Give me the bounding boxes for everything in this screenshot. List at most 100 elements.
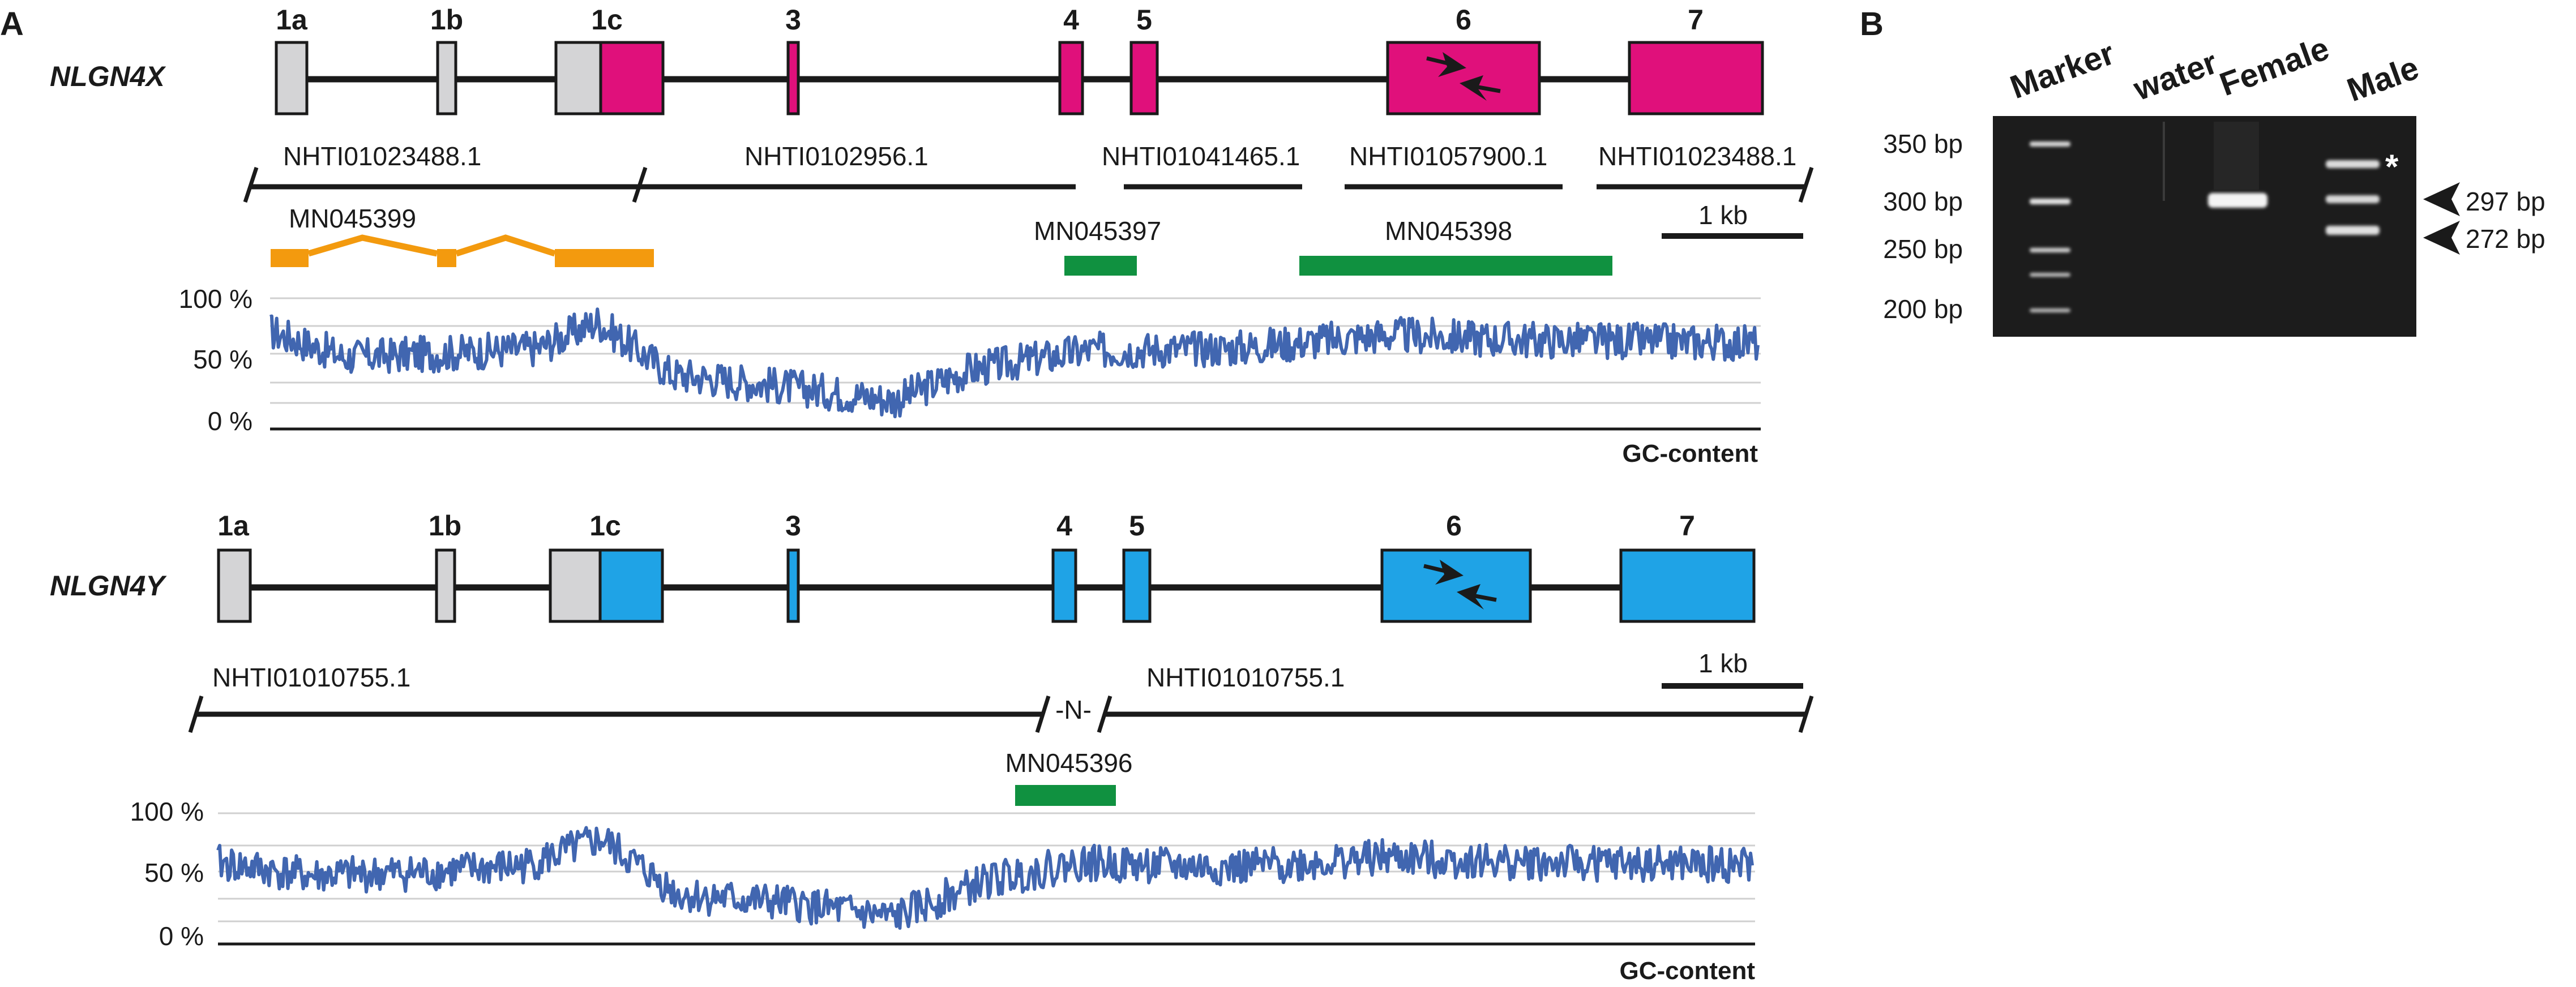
- nlgn4x-scale-bar-label: 1 kb: [1698, 200, 1748, 230]
- gel-arrow-297-icon: [2423, 182, 2460, 216]
- nlgn4x-gc-chart: 100 % 50 % 0 % GC-content: [179, 284, 1761, 467]
- nlgn4y-clone-mn045396: [1015, 785, 1116, 806]
- nlgn4x-exon-1a: [275, 41, 309, 115]
- nlgn4y-exon-label: 3: [785, 510, 801, 542]
- nlgn4y-contig-break: [188, 695, 204, 733]
- nlgn4x-exon-1c-utr: [554, 41, 602, 115]
- gel-water-smear: [2163, 122, 2165, 201]
- nlgn4x-gene-name: NLGN4X: [50, 61, 166, 92]
- nlgn4x-contig-label: NHTI01023488.1: [1598, 141, 1796, 171]
- nlgn4y-exon-3: [786, 548, 800, 623]
- nlgn4x-contig-label: NHTI01041465.1: [1102, 141, 1300, 171]
- gel-band-arrows: 297 bp 272 bp: [2423, 182, 2545, 255]
- nlgn4x-contig-labels: NHTI01023488.1 NHTI0102956.1 NHTI0104146…: [283, 141, 1796, 171]
- nlgn4y-exon-1b: [435, 548, 456, 623]
- nlgn4x-contigs: [243, 166, 1814, 203]
- gel-star-annotation: *: [2385, 148, 2399, 186]
- nlgn4x-gene-model: NLGN4X 1a 1b 1c 3 4 5 6 7: [50, 4, 1764, 115]
- nlgn4y-exon-labels: 1a 1b 1c 3 4 5 6 7: [217, 510, 1695, 542]
- nlgn4x-exon-6: [1386, 41, 1541, 115]
- nlgn4y-exon-label: 5: [1129, 510, 1145, 542]
- gel-band: [2030, 308, 2070, 312]
- gel-lane-label: Female: [2215, 30, 2334, 103]
- gel-marker-size-label: 250 bp: [1883, 234, 1963, 264]
- nlgn4x-contig-break: [243, 166, 259, 203]
- gel-marker-lane: [2030, 141, 2070, 312]
- nlgn4y-exon-6: [1380, 548, 1532, 623]
- nlgn4y-contig-label: NHTI01010755.1: [212, 663, 410, 692]
- gel-band: [2326, 226, 2380, 235]
- gel-band-smear: [2214, 122, 2259, 190]
- nlgn4x-clone-mn045399: [271, 234, 654, 267]
- gel-lane-label: Male: [2342, 49, 2423, 109]
- gel-male-lane: [2326, 160, 2380, 235]
- nlgn4y-exon-4: [1051, 548, 1077, 623]
- gel-band: [2208, 193, 2267, 208]
- gc-axis-tick-label: 0 %: [159, 921, 204, 951]
- gel-marker-size-label: 200 bp: [1883, 294, 1963, 324]
- nlgn4x-exon-label: 1b: [430, 4, 463, 36]
- nlgn4x-exon-labels: 1a 1b 1c 3 4 5 6 7: [276, 4, 1704, 36]
- gel-marker-size-labels: 350 bp 300 bp 250 bp 200 bp: [1883, 129, 1963, 324]
- nlgn4y-exon-label: 1c: [589, 510, 621, 542]
- nlgn4y-gc-line: [216, 826, 1754, 930]
- nlgn4x-exon-label: 4: [1063, 4, 1079, 36]
- nlgn4y-scale-bar-label: 1 kb: [1698, 649, 1748, 678]
- gel-marker-size-label: 350 bp: [1883, 129, 1963, 158]
- nlgn4x-clone-label: MN045398: [1385, 216, 1512, 246]
- nlgn4y-exon-label: 4: [1056, 510, 1072, 542]
- nlgn4x-exon-label: 5: [1136, 4, 1152, 36]
- nlgn4x-exon-label: 3: [785, 4, 801, 36]
- nlgn4x-exon-label: 6: [1456, 4, 1471, 36]
- nlgn4x-exon-1c-coding: [599, 41, 665, 115]
- gel-lane-label: water: [2128, 44, 2222, 108]
- nlgn4x-exon-5: [1129, 41, 1159, 115]
- nlgn4x-exon-1b: [436, 41, 457, 115]
- nlgn4y-contigs: [188, 695, 1814, 733]
- gc-chart-title: GC-content: [1619, 957, 1755, 985]
- gel-band: [2326, 195, 2380, 203]
- nlgn4y-exon-1a: [217, 548, 252, 623]
- nlgn4x-exon-label: 7: [1688, 4, 1704, 36]
- nlgn4y-exon-5: [1122, 548, 1152, 623]
- nlgn4y-exon-7: [1619, 548, 1756, 623]
- nlgn4y-gene-name: NLGN4Y: [50, 570, 167, 602]
- gel-band: [2030, 273, 2070, 277]
- nlgn4y-gc-chart: 100 % 50 % 0 % GC-content: [130, 797, 1756, 985]
- nlgn4x-exon-4: [1058, 41, 1084, 115]
- gel-band: [2030, 141, 2070, 147]
- nlgn4x-exon-3: [786, 41, 800, 115]
- gel-marker-size-label: 300 bp: [1883, 187, 1963, 216]
- nlgn4y-gap-label: -N-: [1055, 695, 1092, 724]
- gel-lane-labels: Marker water Female Male: [2005, 30, 2423, 109]
- gel-band-size-label: 297 bp: [2466, 187, 2545, 216]
- nlgn4x-exon-label: 1a: [276, 4, 308, 36]
- nlgn4x-gc-line: [269, 307, 1760, 419]
- gel-lane-label: Marker: [2005, 35, 2119, 106]
- nlgn4x-contig-label: NHTI0102956.1: [744, 141, 928, 171]
- nlgn4x-contig-label: NHTI01057900.1: [1349, 141, 1547, 171]
- nlgn4x-clone-label: MN045397: [1034, 216, 1161, 246]
- gc-axis-tick-label: 50 %: [193, 345, 253, 374]
- nlgn4y-exon-label: 7: [1679, 510, 1695, 542]
- gc-axis-tick-label: 100 %: [179, 284, 253, 314]
- gc-axis-tick-label: 0 %: [208, 406, 253, 436]
- gc-chart-title: GC-content: [1622, 440, 1758, 467]
- nlgn4y-contig-break: [1798, 695, 1814, 733]
- panel-a-label: A: [0, 6, 24, 42]
- nlgn4x-exon-7: [1628, 41, 1764, 115]
- nlgn4y-primer-arrows-icon: [1423, 560, 1497, 610]
- nlgn4x-clone-label: MN045399: [289, 204, 416, 233]
- nlgn4x-clone-mn045397: [1064, 256, 1137, 276]
- nlgn4y-contig-break: [1097, 695, 1112, 733]
- gel-band-size-label: 272 bp: [2466, 224, 2545, 254]
- gel-image: *: [1993, 116, 2416, 337]
- gc-axis-tick-label: 100 %: [130, 797, 204, 826]
- nlgn4x-contig-label: NHTI01023488.1: [283, 141, 481, 171]
- nlgn4y-contig-label: NHTI01010755.1: [1146, 663, 1345, 692]
- nlgn4y-gene-model: NLGN4Y 1a 1b 1c 3 4 5 6 7: [50, 510, 1756, 623]
- nlgn4x-clone-mn045398: [1299, 256, 1612, 276]
- nlgn4y-exon-label: 1b: [429, 510, 461, 542]
- panel-b-label: B: [1860, 6, 1884, 42]
